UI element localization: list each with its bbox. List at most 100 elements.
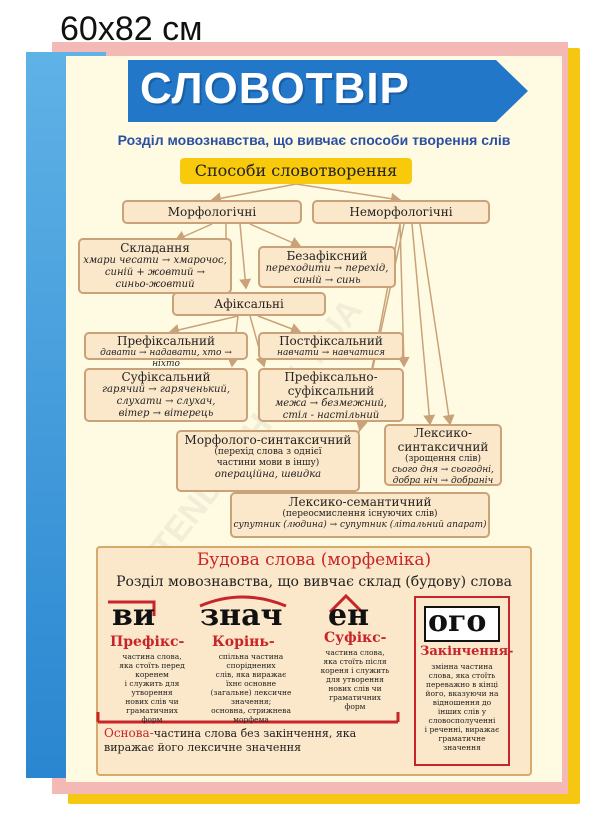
- suffixal-example-2: слухати → слухач,: [116, 396, 216, 407]
- lex-semantic-desc: (переосмислення існуючих слів): [282, 509, 438, 519]
- poster-title: СЛОВОТВІР: [140, 64, 410, 113]
- prefixal-box: Префіксальний давати → надавати, хто → н…: [84, 332, 248, 369]
- suffix-desc-line: для утворення: [326, 675, 384, 684]
- suffixal-example-1: гарячий → гаряченький,: [101, 384, 231, 395]
- ending-desc-line: інших слів у: [437, 707, 487, 716]
- suffix-desc: частина слова, яка стоїть після кореня і…: [306, 648, 404, 711]
- zero-suffix-example-1: переходити → перехід,: [265, 263, 389, 274]
- ending-desc: змінна частина слова, яка стоїть переваж…: [418, 662, 506, 752]
- prefix-desc-line: коренем: [135, 670, 169, 679]
- postfixal-box: Постфіксальний навчати → навчатися: [258, 332, 404, 360]
- morphemics-title: Будова слова (морфеміка): [196, 550, 432, 570]
- suffix-word: ен: [328, 598, 370, 633]
- root-word: знач: [200, 598, 283, 633]
- root-mark: [199, 595, 287, 608]
- methods-heading: Способи словотворення: [180, 158, 412, 184]
- ending-desc-line: слова, яка стоїть: [428, 671, 496, 680]
- lex-syntactic-example-1: сього дня → сьогодні,: [392, 465, 494, 475]
- prefix-desc-line: граматичних: [126, 706, 178, 715]
- prefix-desc-line: форм: [141, 715, 163, 724]
- lex-semantic-example: супутник (людина) → супутник (літальний …: [233, 520, 487, 530]
- root-desc-line: споріднених: [226, 661, 276, 670]
- prefix-suffixal-box: Префіксально- суфіксальний межа → безмеж…: [258, 368, 404, 422]
- lex-syntactic-example-2: добра ніч → добраніч: [392, 476, 494, 486]
- root-desc-line: їхнє основне: [225, 679, 277, 688]
- suffix-desc-line: кореня і служить: [320, 666, 390, 675]
- postfixal-title: Постфіксальний: [279, 334, 383, 348]
- root-desc-line: (загальне) лексичне: [210, 688, 292, 697]
- nonmorphological-box: Неморфологічні: [312, 200, 490, 224]
- suffix-mark: [328, 593, 364, 614]
- affixal-box: Афіксальні: [172, 292, 326, 316]
- morph-syntactic-desc-2: частини мови в іншу): [216, 458, 320, 468]
- prefix-suffixal-title-2: суфіксальний: [287, 384, 375, 398]
- prefix-desc-line: нових слів чи: [125, 697, 179, 706]
- suffixal-box: Суфіксальний гарячий → гаряченький, слух…: [84, 368, 248, 422]
- root-desc-line: значення;: [230, 697, 272, 706]
- morph-syntactic-box: Морфолого-синтаксичний (перехід слова з …: [176, 430, 360, 492]
- root-name: Корінь-: [212, 634, 275, 650]
- suffix-desc-line: нових слів чи: [328, 684, 382, 693]
- nonmorphological-label: Неморфологічні: [349, 205, 453, 219]
- ending-name: Закінчення-: [420, 644, 514, 659]
- stem-term: Основа-: [104, 726, 154, 740]
- zero-suffix-title: Безафіксний: [286, 249, 368, 263]
- compounding-example-3: синьо-жовтий: [115, 279, 195, 290]
- suffixal-title: Суфіксальний: [121, 370, 211, 384]
- morph-syntactic-example: операційна, швидка: [214, 469, 322, 480]
- affixal-label: Афіксальні: [214, 297, 284, 311]
- lex-syntactic-title-1: Лексико-: [413, 426, 473, 440]
- poster-size-label: 60х82 см: [60, 10, 203, 48]
- ending-desc-line: змінна частина: [431, 662, 493, 671]
- suffix-desc-line: яка стоїть після: [323, 657, 387, 666]
- compounding-title: Складання: [120, 241, 190, 255]
- prefixal-title: Префіксальний: [116, 334, 215, 348]
- prefixal-example: давати → надавати, хто → ніхто: [100, 348, 232, 369]
- lex-syntactic-desc: (зрощення слів): [404, 454, 482, 464]
- ending-desc-line: граматичне: [438, 734, 486, 743]
- morph-syntactic-title: Морфолого-синтаксичний: [184, 433, 352, 447]
- ending-desc-line: словосполученні: [428, 716, 496, 725]
- compounding-box: Складання хмари чесати → хмарочос, синій…: [78, 238, 232, 294]
- prefix-mark: [108, 600, 156, 616]
- root-desc-line: слів, яка виражає: [215, 670, 287, 679]
- prefix-desc: частина слова, яка стоїть перед коренем …: [104, 652, 200, 724]
- title-ribbon: [128, 60, 528, 122]
- lex-syntactic-box: Лексико- синтаксичний (зрощення слів) сь…: [384, 424, 502, 486]
- ending-desc-line: і реченні, виражає: [424, 725, 500, 734]
- stem-definition: Основа-частина слова без закінчення, яка…: [104, 726, 404, 755]
- root-desc: спільна частина споріднених слів, яка ви…: [196, 652, 306, 724]
- ending-desc-line: його, вказуючи на: [425, 689, 499, 698]
- suffix-desc-line: граматичних: [329, 693, 381, 702]
- prefix-desc-line: яка стоїть перед: [119, 661, 185, 670]
- compounding-example-2: синій + жовтий →: [104, 267, 206, 278]
- morph-syntactic-desc-1: (перехід слова з однієї: [214, 447, 322, 457]
- morphemics-panel: [96, 546, 532, 776]
- lex-semantic-title: Лексико-семантичний: [288, 495, 432, 509]
- prefix-suffixal-example-2: стіл - настільний: [282, 410, 380, 421]
- lex-syntactic-title-2: синтаксичний: [397, 440, 489, 454]
- ending-frame: [414, 596, 510, 766]
- prefix-suffixal-example-1: межа → безмежний,: [275, 398, 387, 409]
- root-desc-line: спільна частина: [218, 652, 284, 661]
- prefix-desc-line: і служить для: [124, 679, 180, 688]
- suffix-desc-line: частина слова,: [325, 648, 385, 657]
- suffix-name: Суфікс-: [324, 630, 387, 646]
- ending-desc-line: відношення до: [432, 698, 492, 707]
- zero-suffix-box: Безафіксний переходити → перехід, синій …: [258, 246, 396, 288]
- prefix-suffixal-title-1: Префіксально-: [284, 370, 378, 384]
- prefix-desc-line: утворення: [131, 688, 173, 697]
- lex-semantic-box: Лексико-семантичний (переосмислення існу…: [230, 492, 490, 538]
- suffix-desc-line: форм: [344, 702, 366, 711]
- ending-desc-line: значення: [443, 743, 481, 752]
- postfixal-example: навчати → навчатися: [277, 348, 385, 358]
- ending-desc-line: переважно в кінці: [425, 680, 499, 689]
- poster-subtitle: Розділ мовознавства, що вивчає способи т…: [117, 132, 511, 148]
- zero-suffix-example-2: синій → синь: [293, 275, 361, 286]
- morphological-label: Морфологічні: [167, 205, 257, 219]
- ending-word: ого: [428, 604, 487, 639]
- suffixal-example-3: вітер → вітерець: [118, 408, 214, 419]
- prefix-desc-line: частина слова,: [122, 652, 182, 661]
- prefix-word: ви: [112, 598, 156, 633]
